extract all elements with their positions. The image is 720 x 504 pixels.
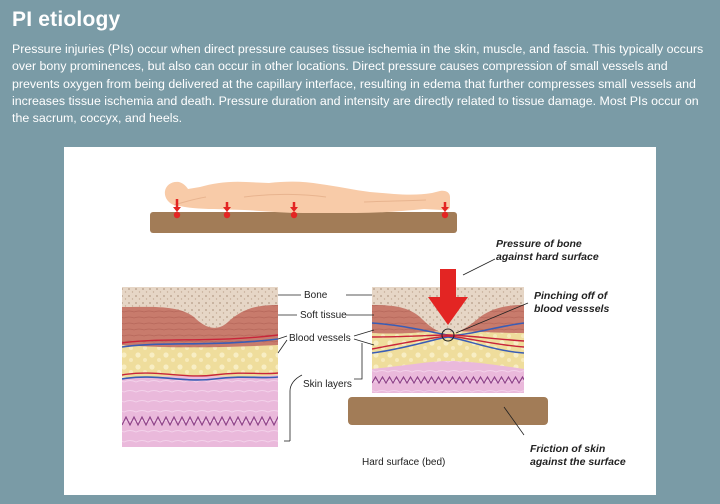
label-pressure-line2: against hard surface: [496, 251, 599, 263]
label-blood-vessels: Blood vessels: [289, 333, 351, 344]
pi-etiology-diagram: Bone Soft tissue Blood vessels Skin laye…: [64, 147, 656, 495]
label-pinching-line1: Pinching off of: [534, 290, 609, 302]
label-pressure-line1: Pressure of bone: [496, 238, 582, 250]
label-soft-tissue: Soft tissue: [300, 310, 347, 321]
intro-paragraph: Pressure injuries (PIs) occur when direc…: [12, 41, 706, 127]
normal-tissue-cross-section: [122, 287, 282, 447]
label-friction-line1: Friction of skin: [530, 443, 605, 455]
label-pinching-line2: blood vesssels: [534, 303, 609, 315]
label-bone: Bone: [304, 290, 328, 301]
compressed-tissue-cross-section: [348, 269, 548, 425]
page-title: PI etiology: [12, 8, 120, 32]
top-bed: [150, 212, 457, 233]
label-hard-surface: Hard surface (bed): [362, 457, 445, 468]
body-silhouette: [165, 182, 450, 213]
reclining-person-illustration: [150, 182, 457, 233]
label-skin-layers: Skin layers: [303, 379, 352, 390]
hard-surface-bed: [348, 397, 548, 425]
label-friction-line2: against the surface: [530, 456, 626, 468]
